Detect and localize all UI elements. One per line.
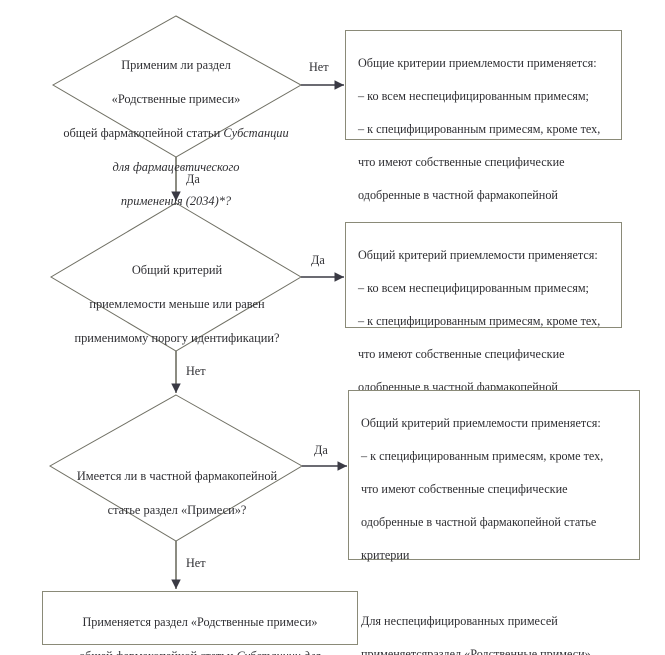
outcome2-line1: Общий критерий приемлемости применяется: [358, 247, 598, 262]
decision1-line4: для фармацевтического [112, 160, 240, 174]
decision1-line3-plain: общей фармакопейной статьи [63, 126, 224, 140]
decision3-line2: статье раздел «Примеси»? [107, 503, 247, 517]
final-line2: общей фармакопейной статьи Субстанции дл… [48, 648, 352, 655]
final-line2-plain: общей фармакопейной статьи [79, 649, 236, 655]
edge-label-decision3-yes: Да [314, 443, 328, 457]
outcome1-line3: – к специфицированным примесям, кроме те… [358, 121, 601, 136]
outcome3-para1-line5: критерии [361, 548, 410, 563]
outcome1-box [345, 30, 622, 140]
edge-label-decision1-no: Нет [309, 60, 329, 74]
outcome2-box [345, 222, 622, 328]
outcome3-para2-line2: применяетсяраздел «Родственные примеси» [361, 647, 591, 655]
edge-label-decision2-no: Нет [186, 364, 206, 378]
outcome1-line1: Общие критерии приемлемости применяется: [358, 55, 597, 70]
decision2-line2: приемлемости меньше или равен [89, 297, 265, 311]
decision3-line1: Имеется ли в частной фармакопейной [76, 469, 278, 483]
decision1-line2: «Родственные примеси» [111, 92, 241, 106]
edge-label-decision1-yes: Да [186, 172, 200, 186]
outcome1-line5: одобренные в частной фармакопейной [358, 188, 558, 203]
outcome3-para1-line2: – к специфицированным примесям, кроме те… [361, 448, 604, 463]
outcome3-box [348, 390, 640, 560]
outcome1-line2: – ко всем неспецифицированным примесям; [358, 88, 589, 103]
decision2-line3: применимому порогу идентификации? [74, 331, 280, 345]
outcome3-para1-line4: одобренные в частной фармакопейной стать… [361, 515, 597, 530]
decision1-line3-italic: Субстанции [223, 126, 289, 140]
decision1-label: Применим ли раздел «Родственные примеси»… [34, 40, 318, 227]
decision1-line3: общей фармакопейной статьи Субстанции [34, 125, 318, 142]
decision1-line5: применения (2034)*? [120, 194, 232, 208]
decision3-label: Имеется ли в частной фармакопейной стать… [36, 451, 318, 536]
decision2-line1: Общий критерий [131, 263, 223, 277]
outcome3-para1-line3: что имеют собственные специфические [361, 481, 568, 496]
edge-label-decision3-no: Нет [186, 556, 206, 570]
outcome3-paragraph-gap [361, 581, 637, 597]
edge-label-decision2-yes: Да [311, 253, 325, 267]
final-line1: Применяется раздел «Родственные примеси» [82, 615, 318, 629]
outcome3-para2-line1: Для неспецифицированных примесей [361, 614, 558, 629]
decision1-line1: Применим ли раздел [121, 58, 231, 72]
final-box [42, 591, 358, 645]
outcome2-line3: – к специфицированным примесям, кроме те… [358, 313, 601, 328]
outcome1-line4: что имеют собственные специфические [358, 155, 565, 170]
outcome2-line4: что имеют собственные специфические [358, 347, 565, 362]
outcome3-label: Общий критерий приемлемости применяется:… [361, 398, 637, 655]
final-line2-italic: Субстанции для [236, 649, 320, 655]
outcome3-para1-line1: Общий критерий приемлемости применяется: [361, 415, 601, 430]
outcome2-line2: – ко всем неспецифицированным примесям; [358, 280, 589, 295]
decision2-label: Общий критерий приемлемости меньше или р… [38, 245, 316, 364]
final-label: Применяется раздел «Родственные примеси»… [48, 597, 352, 655]
